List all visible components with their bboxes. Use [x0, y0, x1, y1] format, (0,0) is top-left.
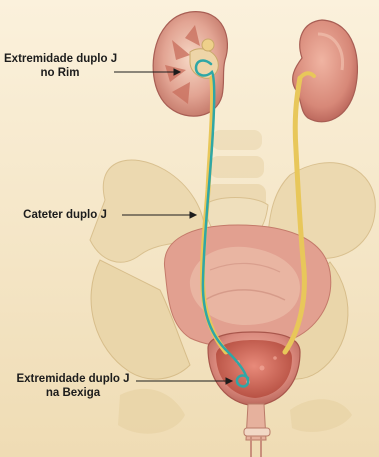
kidney-right [293, 20, 358, 122]
label-bladder-end-line2: na Bexiga [14, 386, 132, 400]
label-kidney-end-line1: Extremidade duplo J [4, 52, 116, 66]
label-kidney-end: Extremidade duplo J no Rim [4, 52, 116, 80]
label-bladder-end-line1: Extremidade duplo J [14, 372, 132, 386]
label-kidney-end-line2: no Rim [4, 66, 116, 80]
kidney-cutaway [153, 12, 227, 117]
label-catheter: Cateter duplo J [20, 208, 110, 222]
label-bladder-end: Extremidade duplo J na Bexiga [14, 372, 132, 400]
label-catheter-text: Cateter duplo J [20, 208, 110, 222]
